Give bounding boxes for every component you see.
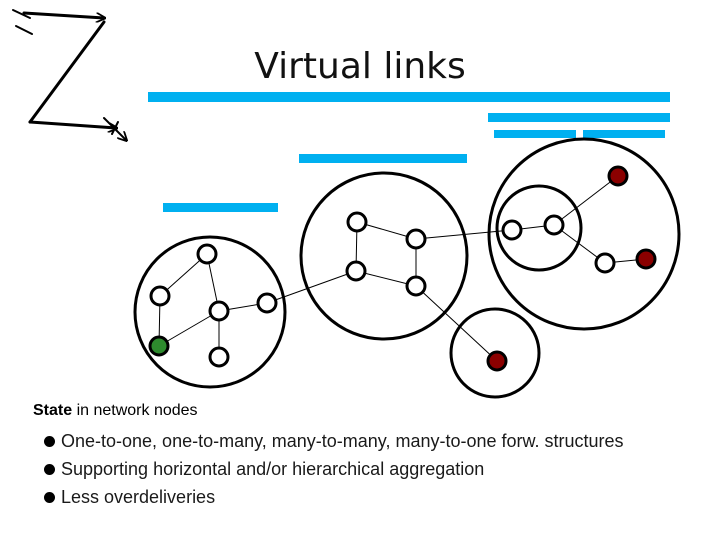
virtual-link-bar-left [163, 203, 278, 212]
slide-title: Virtual links [254, 46, 466, 87]
cluster-circle-left [133, 235, 287, 389]
node [594, 252, 616, 274]
node [208, 346, 230, 368]
bullet-text: Supporting horizontal and/or hierarchica… [61, 459, 485, 479]
node [346, 211, 368, 233]
node [501, 219, 523, 241]
state-caption-rest: in network nodes [72, 402, 198, 419]
virtual-link-bar-top [148, 92, 670, 102]
node [405, 228, 427, 250]
virtual-link-bars [148, 92, 670, 212]
node-destination [486, 350, 508, 372]
node-source [148, 335, 170, 357]
node [256, 292, 278, 314]
state-caption-bold: State [33, 402, 73, 419]
node [149, 285, 171, 307]
bullet-list: One-to-one, one-to-many, many-to-many, m… [44, 427, 624, 511]
bullet-item: One-to-one, one-to-many, many-to-many, m… [44, 427, 624, 455]
bullet-item: Less overdeliveries [44, 483, 624, 511]
node [208, 300, 230, 322]
node-destination [607, 165, 629, 187]
cluster-circle-right-large [487, 137, 681, 331]
node [345, 260, 367, 282]
cluster-circle-right-inner [495, 184, 583, 272]
z-arrows-icon [12, 9, 126, 140]
cluster-circle-bottom [449, 307, 541, 399]
virtual-link-bar-right [488, 113, 670, 122]
bullet-text: Less overdeliveries [61, 487, 216, 507]
virtual-link-bar-right-left-segment [494, 130, 576, 138]
node [196, 243, 218, 265]
graph-nodes [148, 165, 657, 372]
bullet-dot-icon [44, 463, 55, 475]
bullet-dot-icon [44, 435, 55, 447]
bullet-text: One-to-one, one-to-many, many-to-many, m… [61, 431, 624, 451]
virtual-link-bar-right-right-segment [583, 130, 665, 138]
node [543, 214, 565, 236]
bullet-item: Supporting horizontal and/or hierarchica… [44, 455, 624, 483]
cluster-circle-middle [299, 171, 469, 341]
bullet-dot-icon [44, 491, 55, 503]
node [405, 275, 427, 297]
node-destination [635, 248, 657, 270]
cluster-circles [133, 137, 681, 399]
state-caption: State in network nodes [33, 402, 198, 420]
virtual-link-bar-middle [299, 154, 467, 163]
